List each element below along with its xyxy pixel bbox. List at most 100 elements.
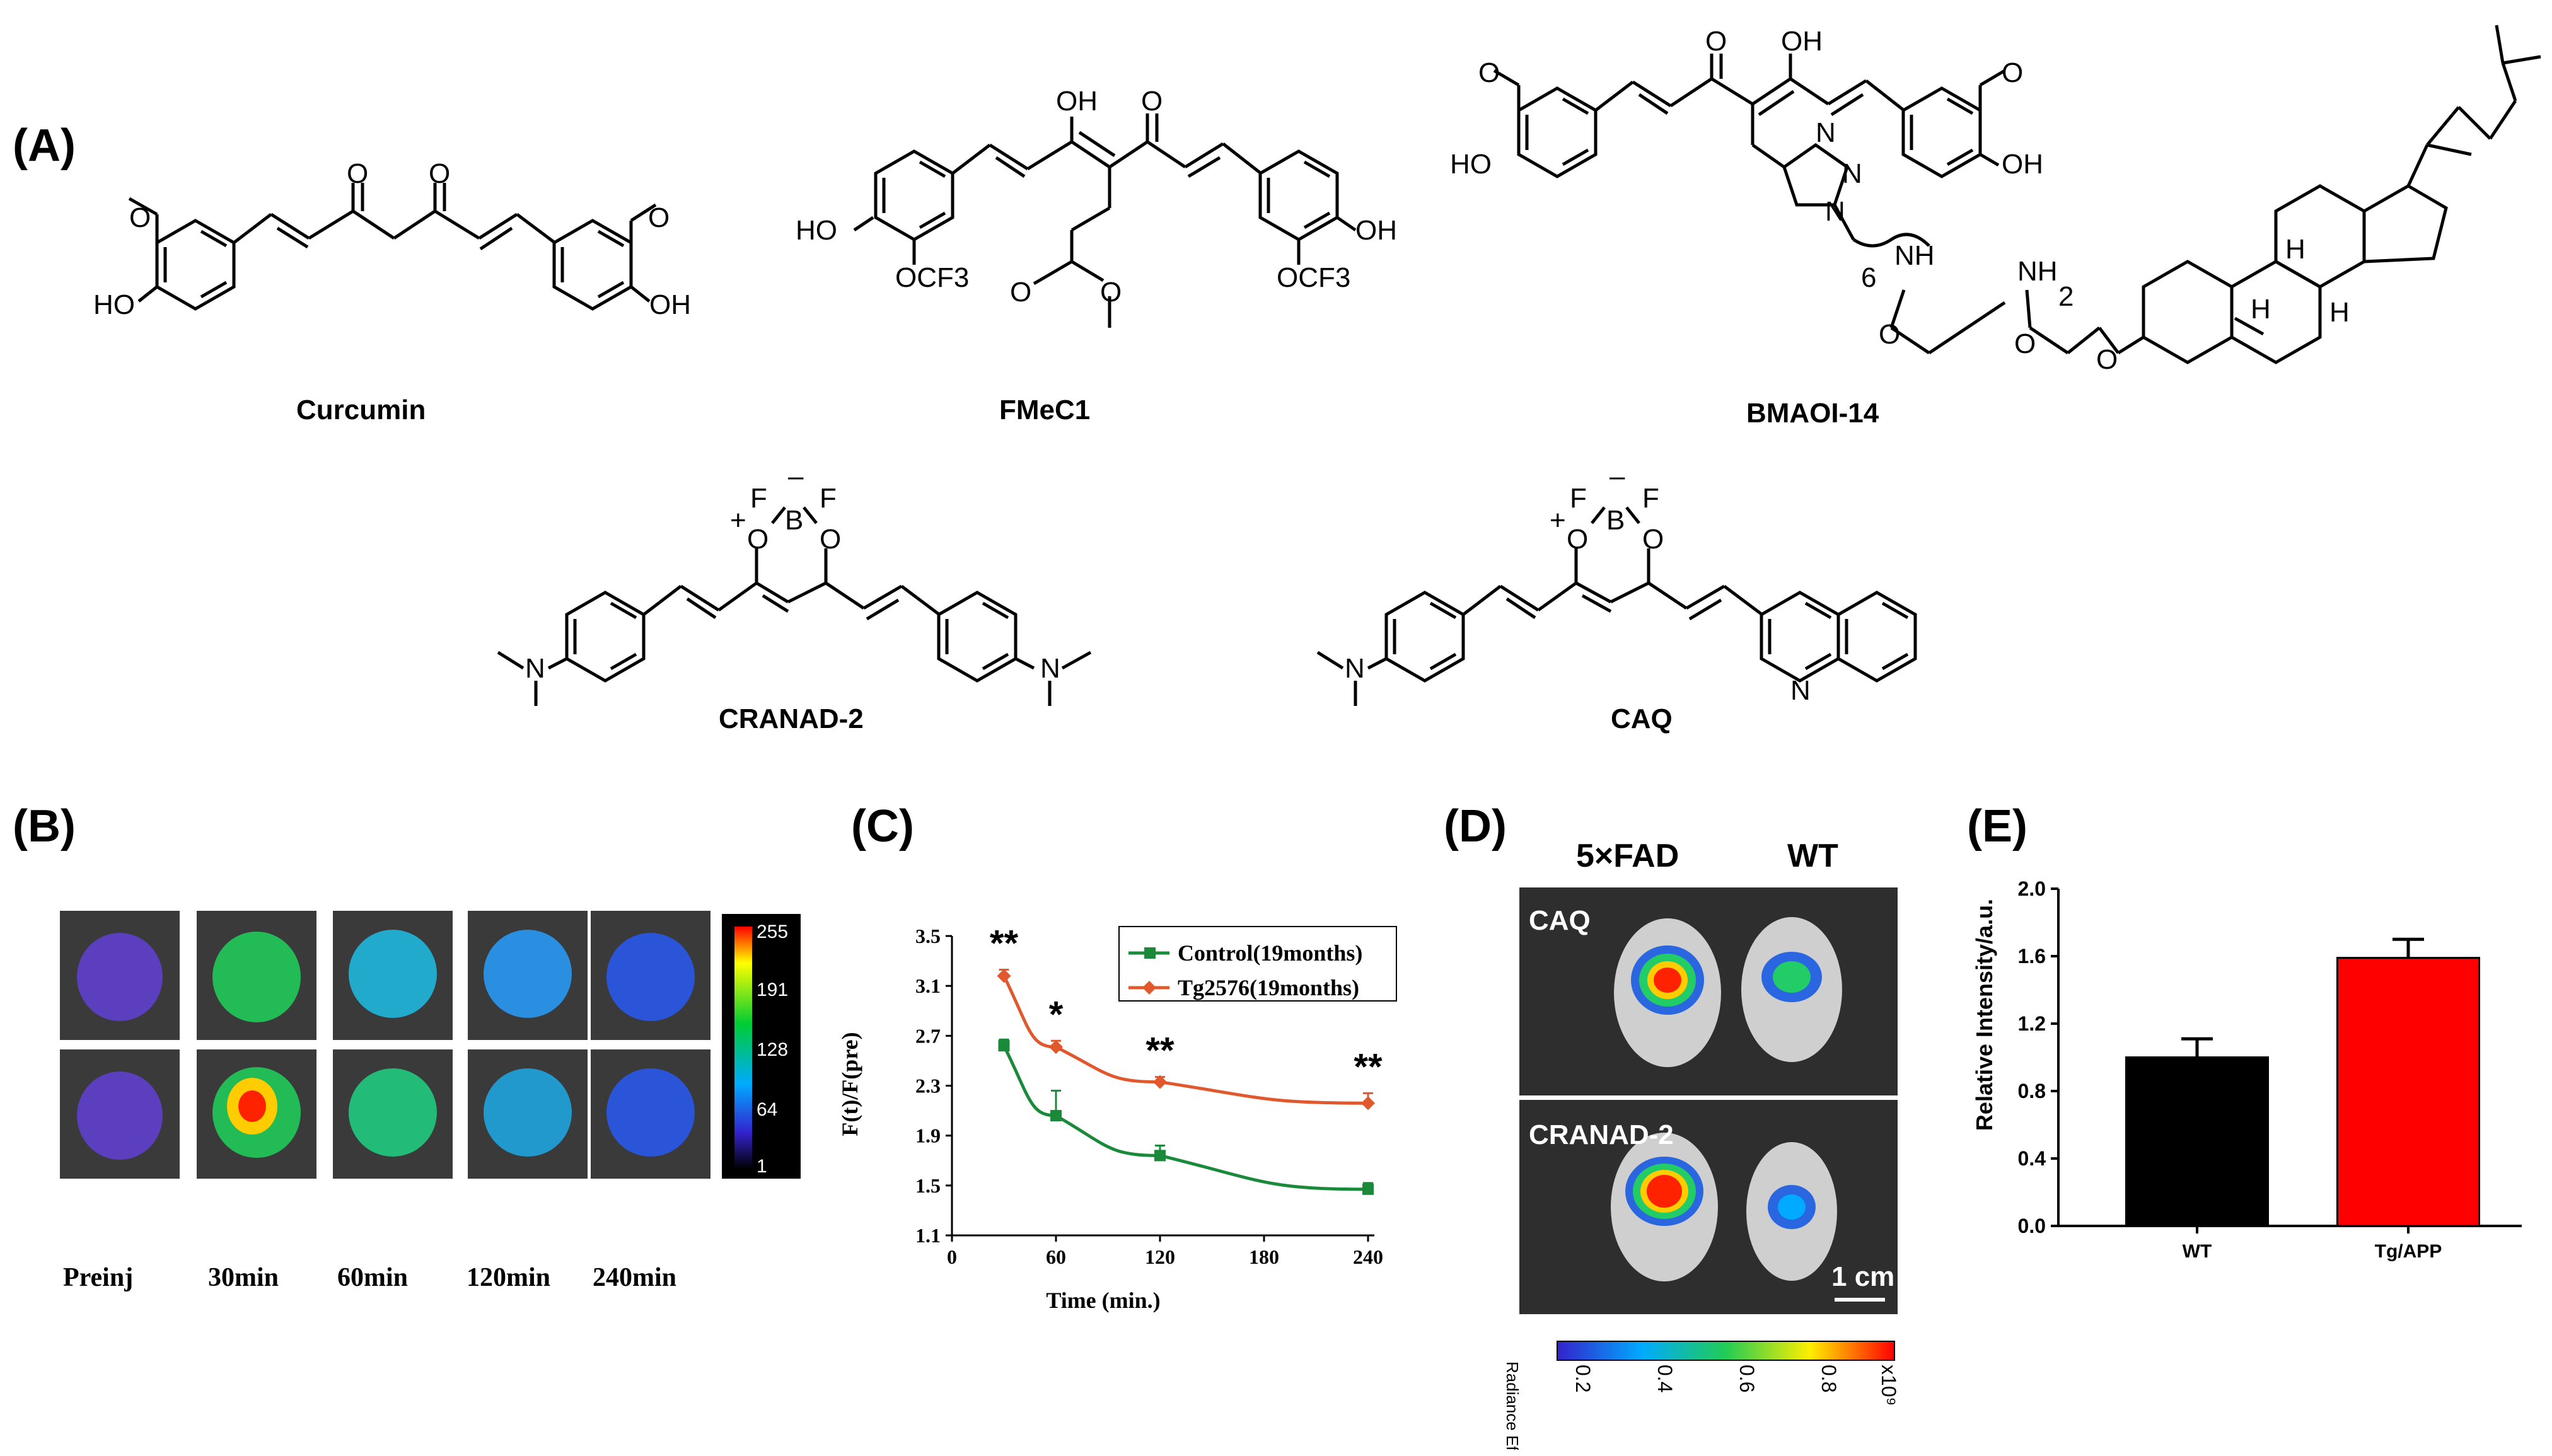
atom-label: O (2096, 344, 2118, 375)
significance-mark: * (1049, 994, 1064, 1035)
atom-label: + (730, 505, 746, 536)
atom-label: OH (649, 289, 691, 320)
time-label: 30min (208, 1263, 279, 1292)
colorbar-d-tick: 0.4 (1654, 1365, 1676, 1392)
legend-marker (1144, 947, 1156, 959)
atom-label: OH (1781, 26, 1823, 57)
colorbar-d (1557, 1341, 1895, 1361)
panel-c-label: (C) (851, 801, 914, 852)
data-point (998, 1040, 1010, 1052)
y-tick-label: 1.1 (915, 1224, 941, 1247)
colorbar-b-gradient (734, 927, 752, 1169)
atom-label: O (347, 158, 368, 189)
panel-d-label: (D) (1444, 801, 1507, 852)
x-tick-label: WT (2183, 1241, 2212, 1262)
signal-blob (606, 1068, 695, 1157)
time-label: 240min (593, 1263, 676, 1292)
atom-label: HO (796, 215, 837, 246)
atom-label: H (2285, 234, 2306, 265)
panel-d-imaging: (D) 5×FAD WT CAQ CRANAD-2 1 cm Radiance … (1444, 801, 1900, 1450)
legend-marker (1142, 981, 1156, 995)
atom-label: O (648, 202, 670, 233)
legend-label: Control(19months) (1178, 940, 1362, 966)
legend-label: Tg2576(19months) (1178, 975, 1359, 1000)
signal-blob (212, 932, 301, 1022)
brain-wt-caq (1741, 917, 1842, 1062)
data-point (1153, 1075, 1167, 1089)
atom-label: O (747, 524, 768, 555)
atom-label: O (1567, 524, 1588, 555)
y-tick-label: 0.0 (2018, 1215, 2046, 1237)
atom-label: OH (2002, 149, 2043, 180)
colorbar-d-tick: 0.8 (1818, 1365, 1840, 1392)
brain-wt-cranad-2 (1746, 1142, 1837, 1281)
x-tick-label: 0 (947, 1245, 957, 1268)
y-tick-label: 3.5 (915, 925, 941, 947)
caq-structure (1316, 506, 1915, 706)
scalebar-label: 1 cm (1831, 1261, 1894, 1292)
colorbar-b-tick: 64 (757, 1099, 777, 1120)
panel-e-label: (E) (1967, 801, 2027, 852)
data-point (1154, 1150, 1166, 1162)
y-tick-label: 1.6 (2018, 945, 2046, 968)
atom-label: N (1345, 653, 1365, 684)
panel-b-label: (B) (13, 801, 76, 852)
atom-label: HO (1450, 149, 1492, 180)
atom-label: O (1642, 524, 1664, 555)
x-tick-label: Tg/APP (2375, 1241, 2442, 1262)
compound-name-bmaoi-14: BMAOI-14 (1746, 398, 1879, 429)
atom-label: 2 (2058, 281, 2074, 312)
colorbar-b-tick: 1 (757, 1156, 767, 1177)
significance-mark: ** (1146, 1031, 1174, 1072)
time-label: Preinj (63, 1263, 133, 1292)
data-point (1361, 1096, 1375, 1111)
atom-label: O (1141, 86, 1163, 117)
atom-label: O (129, 202, 151, 233)
brain-5xfad-caq (1614, 918, 1721, 1067)
colorbar-d-tick: 0.2 (1572, 1365, 1594, 1392)
curcumin-structure (128, 183, 657, 309)
compound-name-caq: CAQ (1611, 703, 1673, 734)
series-line (1002, 1045, 1369, 1191)
signal-blob (484, 930, 572, 1018)
x-tick-label: 180 (1249, 1245, 1279, 1268)
significance-mark: ** (1354, 1046, 1383, 1087)
atom-label: B (785, 505, 803, 536)
y-tick-label: 2.7 (915, 1024, 941, 1047)
compound-name-fmec1: FMeC1 (999, 395, 1090, 425)
significance-mark: ** (990, 923, 1019, 964)
atom-label: N (1842, 158, 1862, 189)
atom-label: H (2329, 297, 2350, 328)
x-tick-label: 120 (1145, 1245, 1175, 1268)
atom-label: N (1040, 653, 1060, 684)
bmaoi-14-structure (1493, 25, 2541, 364)
atom-label: O (1010, 277, 1031, 308)
atom-label: B (1606, 505, 1625, 536)
compound-name-cranad-2: CRANAD-2 (719, 703, 864, 734)
time-label: 60min (337, 1263, 408, 1292)
colorbar-b-tick: 191 (757, 979, 788, 1000)
atom-label: OCF3 (1277, 262, 1350, 293)
bar (2336, 957, 2480, 1227)
atom-label: OH (1056, 86, 1098, 117)
atom-label: F (750, 483, 767, 514)
atom-label: NH (2017, 256, 2058, 287)
colorbar-d-tick: 0.6 (1736, 1365, 1758, 1392)
data-point (997, 969, 1011, 983)
atom-label: + (1550, 505, 1566, 536)
x-axis-label: Time (min.) (1046, 1288, 1160, 1313)
signal-blob (606, 933, 695, 1021)
atom-label: N (1816, 117, 1836, 148)
atom-label: 6 (1861, 262, 1876, 293)
x-tick-label: 240 (1353, 1245, 1383, 1268)
x-tick-label: 60 (1046, 1245, 1066, 1268)
atom-label: N (1790, 675, 1811, 706)
atom-label: O (429, 158, 450, 189)
time-label: 120min (467, 1263, 550, 1292)
atom-label: O (1100, 277, 1122, 308)
row-label: CAQ (1529, 905, 1591, 936)
atom-label: N (525, 653, 545, 684)
atom-label: O (1705, 26, 1727, 57)
